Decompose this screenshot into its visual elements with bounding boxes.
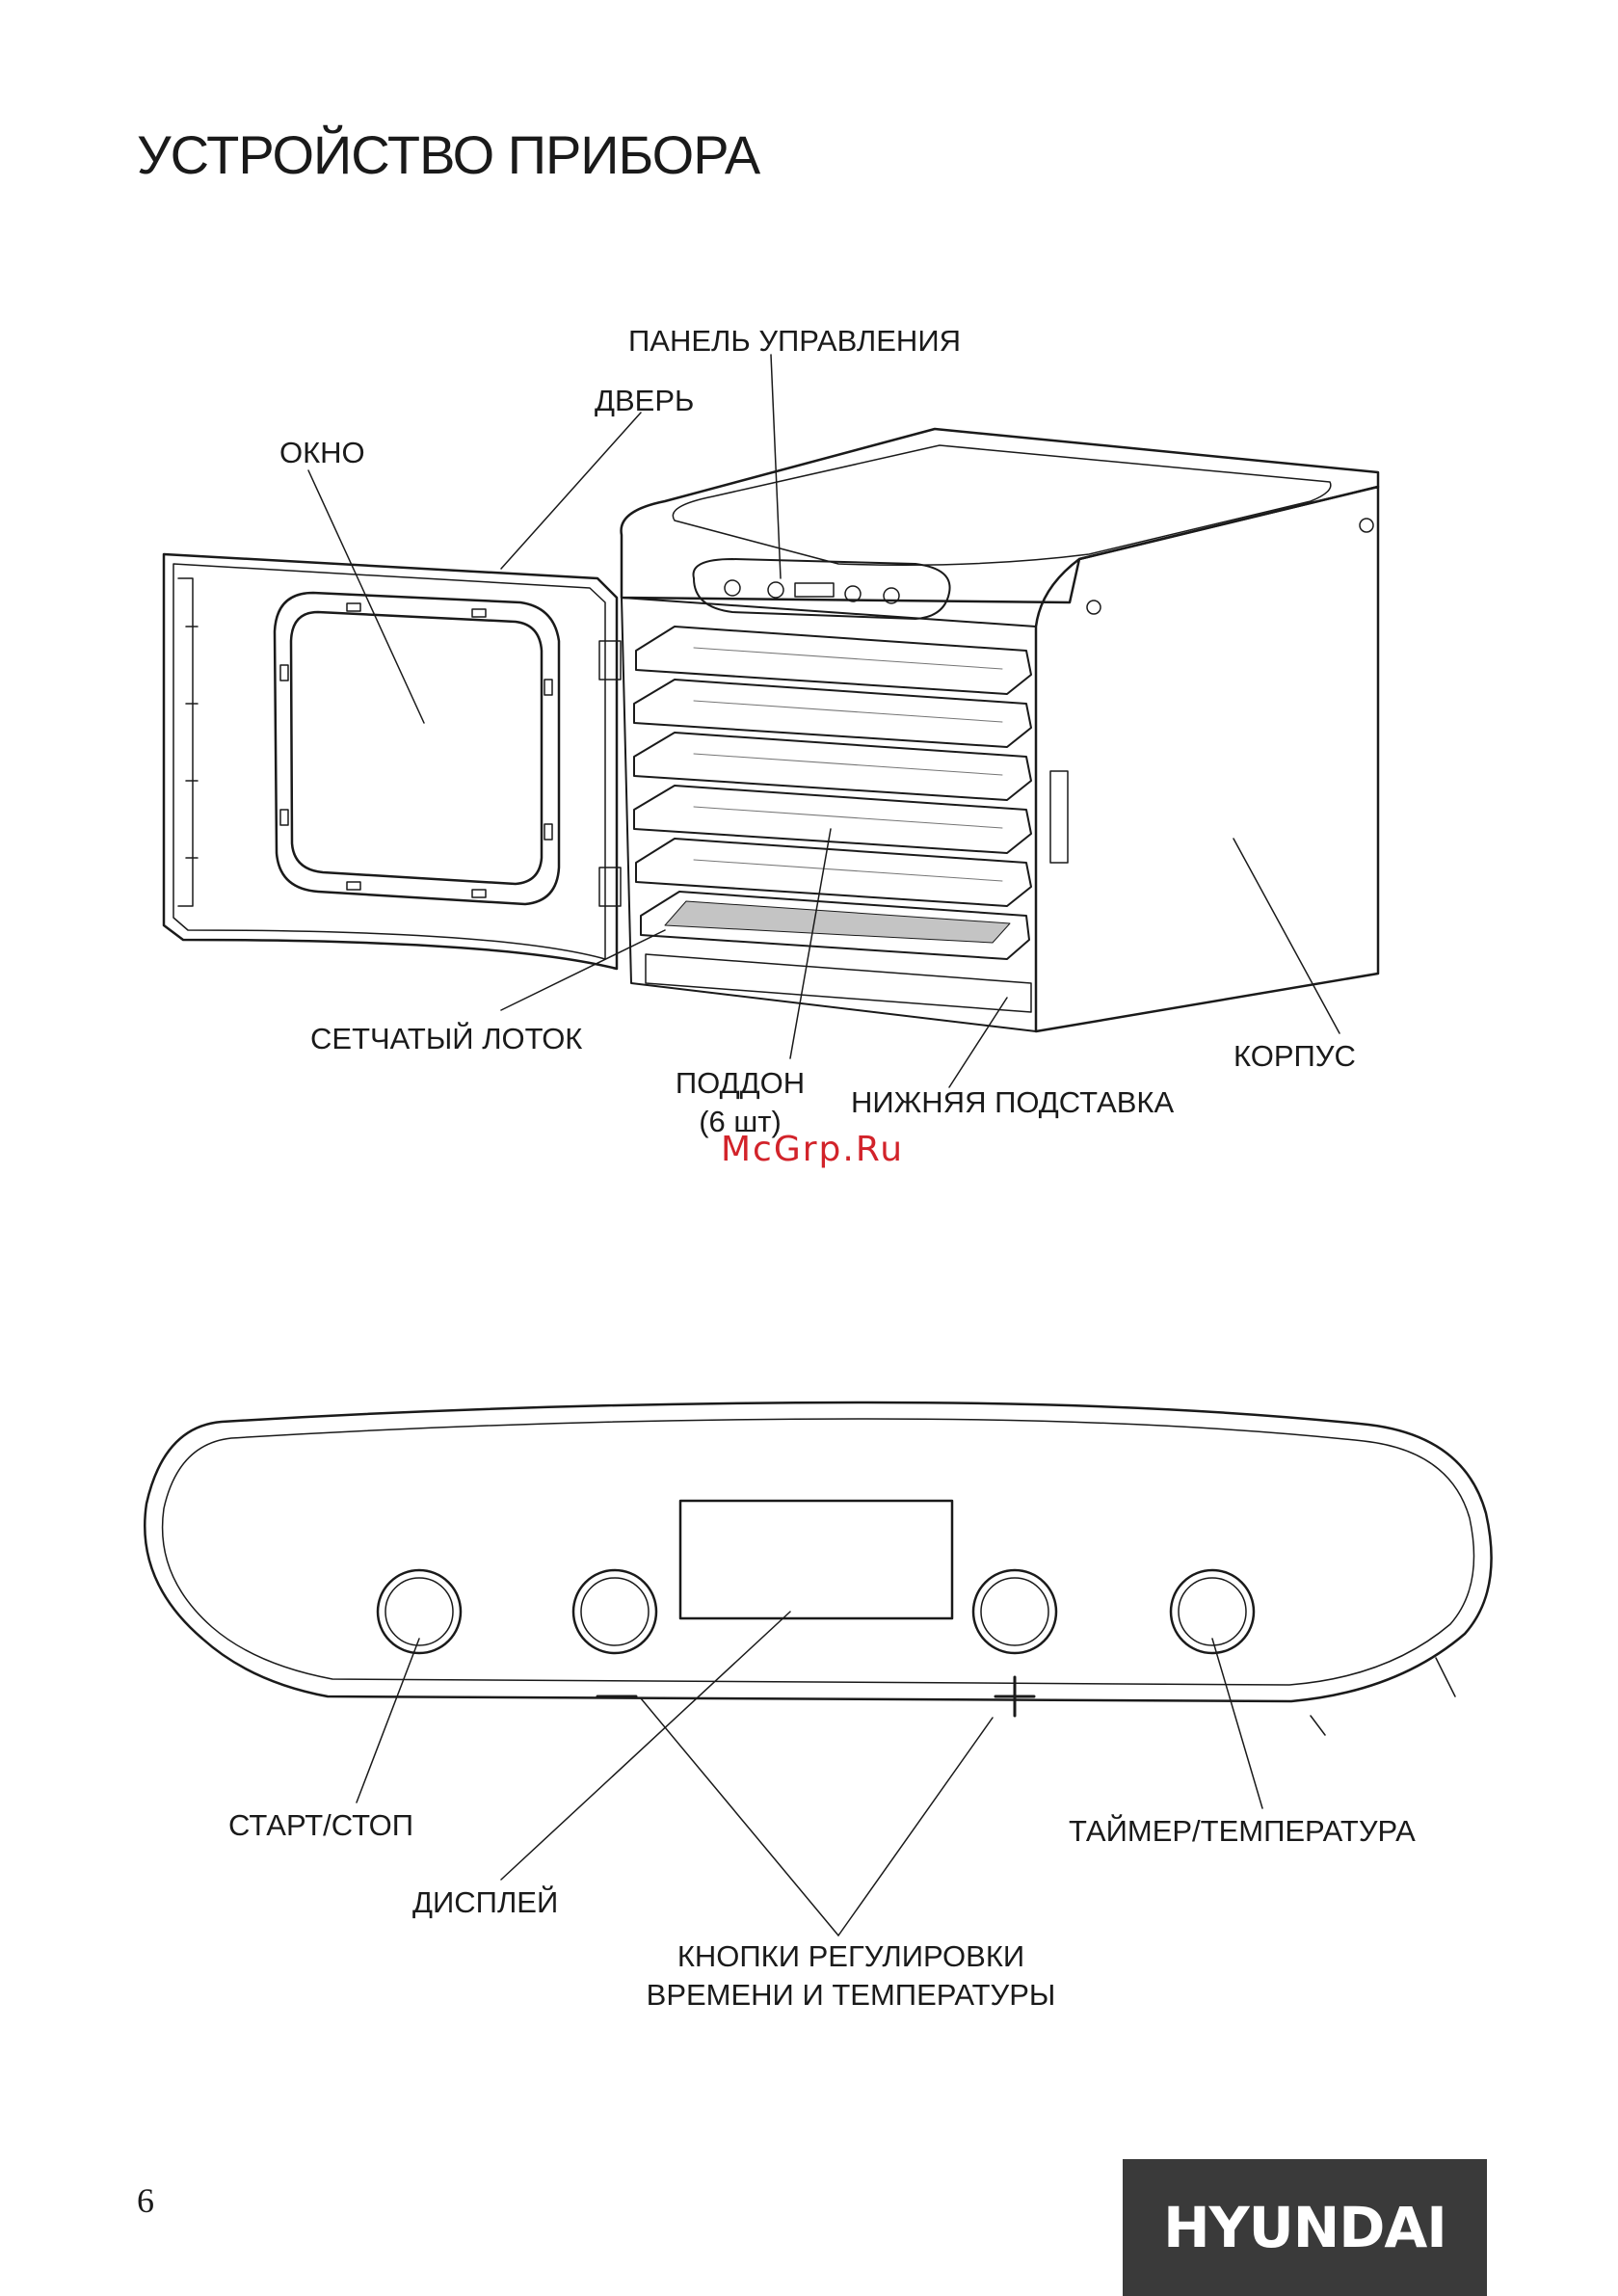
label-adjust-line2: ВРЕМЕНИ И ТЕМПЕРАТУРЫ [647,1978,1056,2013]
door-illustration [164,554,621,969]
label-start-stop: СТАРТ/СТОП [228,1808,413,1843]
label-control-panel: ПАНЕЛЬ УПРАВЛЕНИЯ [628,324,961,359]
leader-lines-device [308,355,1339,1087]
control-panel-illustration [145,1402,1491,1735]
label-display: ДИСПЛЕЙ [412,1885,558,1920]
label-body: КОРПУС [1233,1039,1356,1074]
label-tray: ПОДДОН [676,1066,805,1101]
label-mesh-tray: СЕТЧАТЫЙ ЛОТОК [310,1022,582,1056]
label-bottom-stand: НИЖНЯЯ ПОДСТАВКА [851,1085,1174,1120]
brand-text: HYUNDAI [1163,2195,1446,2260]
watermark: McGrp.Ru [721,1130,904,1169]
label-timer-temperature: ТАЙМЕР/ТЕМПЕРАТУРА [1069,1814,1416,1849]
page-number: 6 [137,2180,154,2221]
label-window: ОКНО [279,436,365,470]
label-door: ДВЕРЬ [595,384,694,418]
brand-logo: HYUNDAI [1123,2159,1487,2296]
label-adjust-line1: КНОПКИ РЕГУЛИРОВКИ [677,1939,1024,1974]
trays-illustration [634,627,1031,1012]
